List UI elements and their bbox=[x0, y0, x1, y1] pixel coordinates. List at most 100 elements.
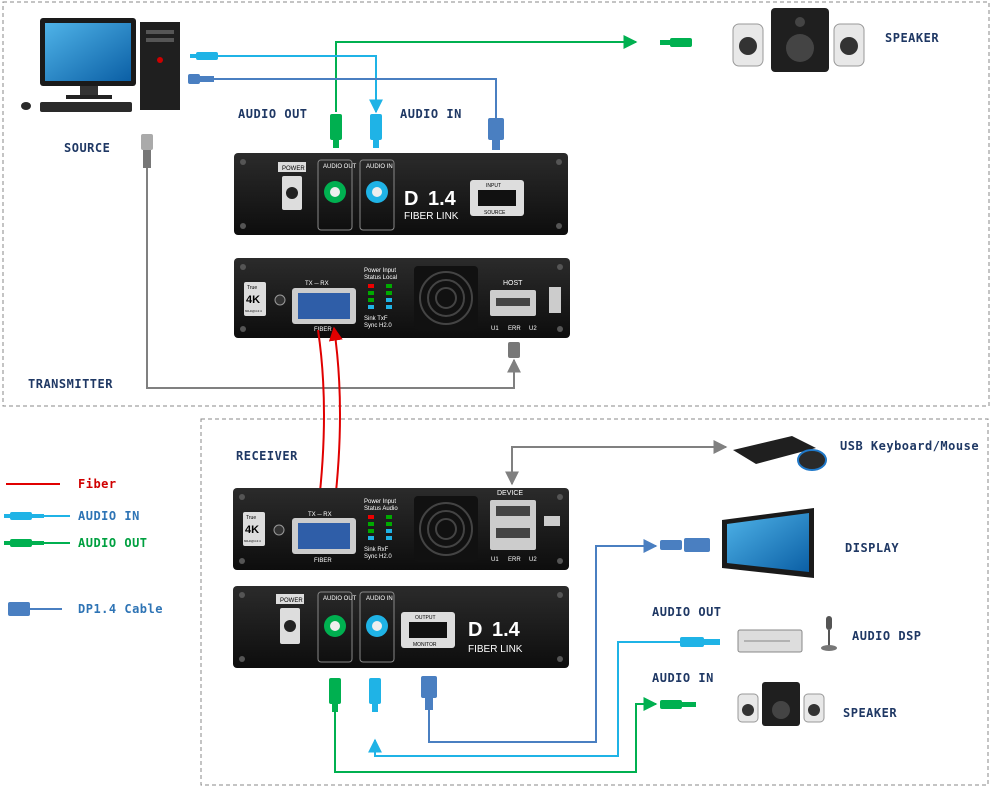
fiber-cables bbox=[312, 326, 343, 512]
dp-cable-top bbox=[214, 78, 497, 118]
legend-audio-out-label: AUDIO OUT bbox=[78, 536, 148, 550]
receiver-zone bbox=[200, 418, 989, 786]
rx-dp-logo: D bbox=[468, 619, 482, 641]
speaker-top-plug bbox=[660, 38, 692, 47]
tx-4k-text: 4K bbox=[246, 294, 260, 306]
display-icon bbox=[660, 508, 814, 578]
keyboard-mouse-icon bbox=[733, 436, 827, 471]
rx-u2-label: U2 bbox=[529, 557, 537, 563]
rx-dp-plug bbox=[421, 676, 437, 710]
legend-audio-in-label: AUDIO IN bbox=[78, 509, 140, 523]
mouse-icon bbox=[21, 102, 31, 110]
rx-output-label: OUTPUT bbox=[415, 615, 436, 621]
legend-fiber-label: Fiber bbox=[78, 477, 117, 491]
rx-reset-button bbox=[273, 524, 285, 536]
tx-power-label: POWER bbox=[282, 166, 305, 172]
tx-dp-logo: D bbox=[404, 188, 418, 210]
tx-led-bot1: Sink TxF bbox=[364, 316, 388, 322]
audio-dsp-icon bbox=[680, 616, 837, 653]
rx-audio-in-label: AUDIO IN bbox=[366, 596, 393, 602]
rx-fan-grille bbox=[414, 496, 478, 562]
legend-audio-out-cable bbox=[4, 539, 70, 547]
tx-u2-label: U2 bbox=[529, 326, 537, 332]
source-label: SOURCE bbox=[64, 141, 110, 155]
audio-out-right-label: AUDIO OUT bbox=[652, 605, 722, 619]
rx-dp-cable bbox=[428, 539, 658, 743]
rx-4k-badge bbox=[243, 512, 265, 546]
rx-dp-version: 1.4 bbox=[492, 619, 521, 641]
tx-fiber-link: FIBER LINK bbox=[404, 211, 459, 222]
audio-in-top-label: AUDIO IN bbox=[400, 107, 462, 121]
pc-audio-cable bbox=[188, 52, 218, 84]
tx-audio-in-plug bbox=[370, 114, 382, 148]
tx-u1-label: U1 bbox=[491, 326, 499, 332]
speaker-top-label: SPEAKER bbox=[885, 31, 939, 45]
rx-true-text: True bbox=[246, 515, 256, 521]
rx-audio-out-cable bbox=[334, 697, 658, 773]
tx-4k-badge bbox=[244, 282, 266, 316]
tx-dp-version: 1.4 bbox=[428, 188, 457, 210]
tx-led-top2: Status Local bbox=[364, 275, 397, 281]
pc-icon bbox=[549, 287, 561, 313]
legend-dp-cable bbox=[8, 602, 62, 616]
speaker-bottom-icon bbox=[660, 682, 825, 726]
usb-kbm-label: USB Keyboard/Mouse bbox=[840, 439, 979, 453]
audio-in-cable-top bbox=[218, 55, 383, 114]
rx-audio-out-label: AUDIO OUT bbox=[323, 596, 357, 602]
display-label: DISPLAY bbox=[845, 541, 899, 555]
speaker-top-icon bbox=[732, 8, 865, 72]
tx-fiber-label: FIBER bbox=[314, 327, 332, 333]
rx-power-label: POWER bbox=[280, 598, 303, 604]
rx-audio-in-cable bbox=[368, 641, 680, 757]
audio-dsp-label: AUDIO DSP bbox=[852, 629, 922, 643]
legend-dp-cable-label: DP1.4 Cable bbox=[78, 602, 163, 616]
rx-usb-cable bbox=[511, 440, 728, 484]
audio-out-top-label: AUDIO OUT bbox=[238, 107, 308, 121]
tx-led-top1: Power Input bbox=[364, 268, 396, 274]
rx-led-bot2: Sync H2.0 bbox=[364, 554, 392, 560]
tx-err-label: ERR bbox=[508, 326, 521, 332]
transmitter-zone bbox=[2, 1, 990, 407]
tx-audio-in-label: AUDIO IN bbox=[366, 164, 393, 170]
tx-input-label: INPUT bbox=[486, 183, 501, 189]
tx-reset-button bbox=[274, 294, 286, 306]
rx-led-top2: Status Audio bbox=[364, 506, 398, 512]
rx-led-bot1: Sink RxF bbox=[364, 547, 389, 553]
rx-audio-out-plug bbox=[329, 678, 341, 712]
transmitter-audio-panel: POWER AUDIO OUT AUDIO IN D 1.4 FIBER LIN… bbox=[234, 153, 568, 235]
rx-hz-text: 60Hz@4:4:4 bbox=[244, 539, 261, 543]
audio-in-right-label: AUDIO IN bbox=[652, 671, 714, 685]
rx-txrx-label: TX ─ RX bbox=[308, 512, 332, 518]
receiver-fiber-panel: True 4K 60Hz@4:4:4 TX ─ RX FIBER Power I… bbox=[233, 488, 569, 570]
legend: Fiber AUDIO IN AUDIO OUT DP1.4 Cable bbox=[4, 477, 163, 616]
tx-hz-text: 60Hz@4:4:4 bbox=[245, 309, 262, 313]
speaker-bottom-label: SPEAKER bbox=[843, 706, 897, 720]
rx-monitor-label: MONITOR bbox=[413, 642, 437, 648]
rx-led-top1: Power Input bbox=[364, 499, 396, 505]
tx-audio-out-label: AUDIO OUT bbox=[323, 164, 357, 170]
rx-err-label: ERR bbox=[508, 557, 521, 563]
source-pc bbox=[21, 18, 180, 112]
rx-4k-text: 4K bbox=[245, 524, 259, 536]
tx-host-label: HOST bbox=[503, 280, 523, 287]
audio-out-cable-top bbox=[335, 35, 638, 112]
rx-fiber-label: FIBER bbox=[314, 558, 332, 564]
rx-device-label: DEVICE bbox=[497, 490, 523, 497]
tx-usb-cable bbox=[141, 134, 521, 389]
keyboard-icon bbox=[40, 102, 132, 112]
keyboard-mouse-port-icon bbox=[544, 516, 560, 526]
rx-u1-label: U1 bbox=[491, 557, 499, 563]
tx-true-text: True bbox=[247, 285, 257, 291]
legend-audio-in-cable bbox=[4, 512, 70, 520]
tx-source-label: SOURCE bbox=[484, 210, 506, 216]
receiver-audio-panel: POWER AUDIO OUT AUDIO IN OUTPUT MONITOR … bbox=[233, 586, 569, 668]
tx-fan-grille bbox=[414, 266, 478, 330]
transmitter-label: TRANSMITTER bbox=[28, 377, 113, 391]
tx-txrx-label: TX ─ RX bbox=[305, 281, 329, 287]
tx-led-bot2: Sync H2.0 bbox=[364, 323, 392, 329]
tx-audio-out-plug bbox=[330, 114, 342, 148]
tx-dp-plug bbox=[488, 118, 504, 150]
receiver-label: RECEIVER bbox=[236, 449, 298, 463]
pc-tower-icon bbox=[140, 22, 180, 110]
